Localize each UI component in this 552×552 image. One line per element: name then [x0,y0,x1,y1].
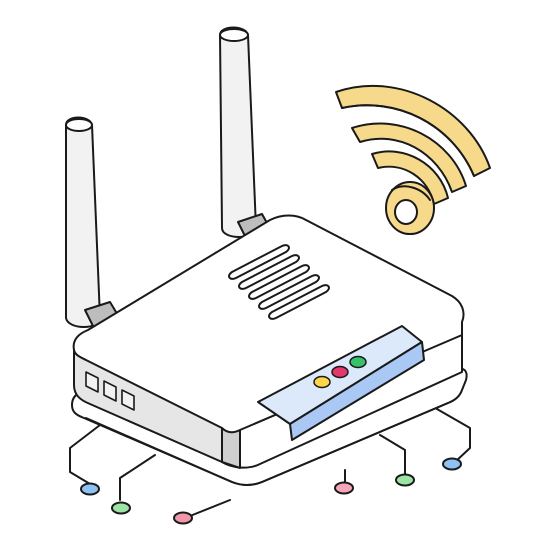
network-node-icon [334,481,354,495]
antenna-left [65,116,123,333]
ethernet-port-icon [85,371,99,393]
ethernet-port-icon [103,380,117,402]
network-node-icon [111,501,131,515]
network-nodes [80,457,462,525]
wifi-signal-icon [335,84,491,235]
status-led-icon [349,355,367,369]
status-leds [313,355,367,389]
antenna-right [219,26,273,243]
vent-slots [228,244,330,320]
network-node-icon [173,511,193,525]
network-node-icon [442,457,462,471]
ethernet-port-icon [121,389,135,411]
router-icon [72,214,465,469]
ethernet-ports [85,371,135,411]
antenna-icon [219,26,257,238]
antenna-icon [65,116,101,328]
network-node-icon [395,473,415,487]
network-cables [69,404,471,519]
status-led-icon [331,365,349,379]
network-node-icon [80,482,100,496]
status-led-icon [313,375,331,389]
